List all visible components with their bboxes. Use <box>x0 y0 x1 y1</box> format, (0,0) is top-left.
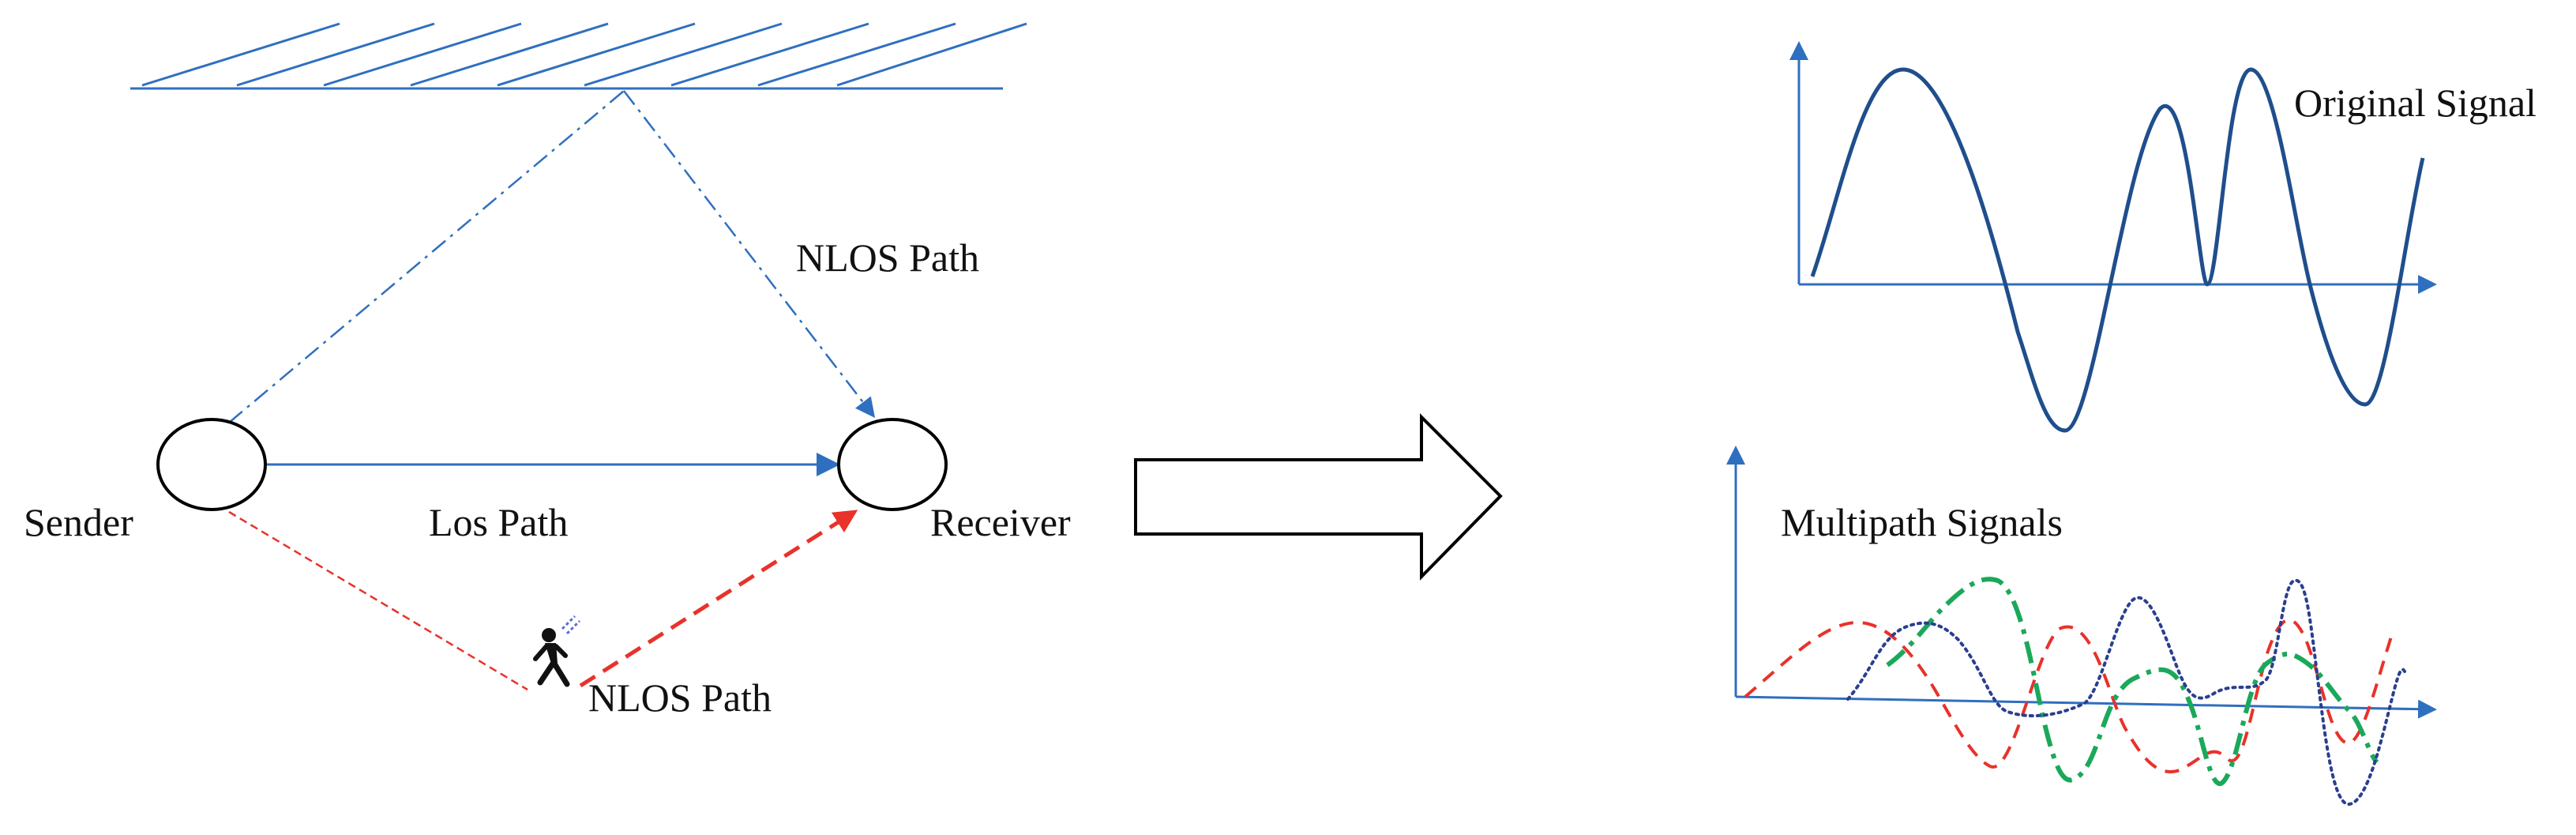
original-signal-wave <box>1810 67 2425 433</box>
surface-hatch <box>236 22 435 87</box>
nlos-person-outgoing <box>579 510 858 688</box>
multipath-green-signal <box>1886 577 2379 787</box>
walking-person-icon <box>533 615 581 687</box>
multipath-navy-signal <box>1846 578 2406 806</box>
reflecting-surface <box>130 22 1027 90</box>
surface-hatch <box>141 22 340 87</box>
big-right-arrow-icon <box>1134 413 1503 581</box>
receiver-label: Receiver <box>930 500 1071 544</box>
los-path-label: Los Path <box>429 500 568 544</box>
surface-hatch <box>757 22 956 87</box>
surface-hatch <box>836 22 1027 87</box>
nlos-person-incoming <box>228 510 528 691</box>
sender-node <box>156 418 267 511</box>
nlos-reflect-outgoing <box>623 90 876 418</box>
nlos-person-label: NLOS Path <box>588 675 772 720</box>
multipath-signals-label: Multipath Signals <box>1781 500 2063 544</box>
multipath-red-signal <box>1744 618 2394 773</box>
original-signal-label: Original Signal <box>2294 81 2537 125</box>
nlos-reflect-incoming <box>228 90 625 423</box>
nlos-reflect-label: NLOS Path <box>796 235 979 280</box>
receiver-node <box>837 418 948 511</box>
surface-hatch <box>670 22 869 87</box>
surface-hatch <box>410 22 609 87</box>
sender-label: Sender <box>24 500 133 544</box>
surface-hatch <box>323 22 522 87</box>
surface-hatch <box>584 22 783 87</box>
surface-hatch <box>497 22 696 87</box>
